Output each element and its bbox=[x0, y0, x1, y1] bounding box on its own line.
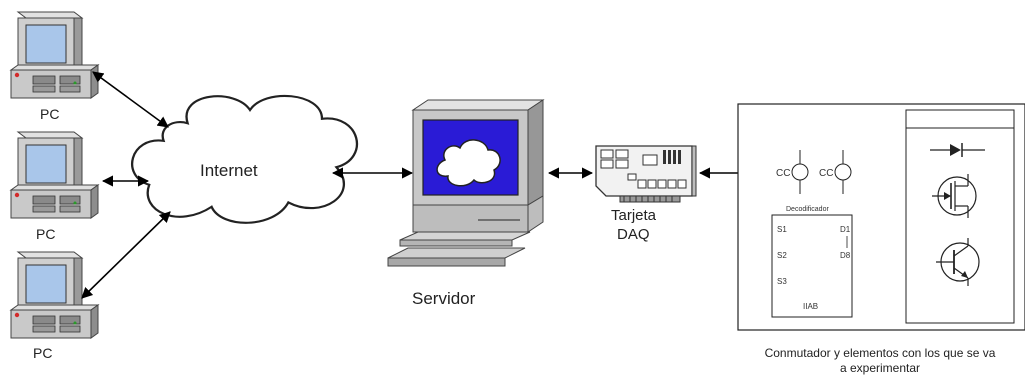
caption-line-1: Conmutador y elementos con los que se va bbox=[764, 346, 996, 360]
daq-label-line2: DAQ bbox=[617, 226, 650, 243]
decoder-block bbox=[771, 214, 853, 318]
internet-cloud bbox=[130, 94, 359, 224]
pc-2-label: PC bbox=[36, 226, 55, 242]
pin-d1: D1 bbox=[840, 225, 851, 234]
server-label: Servidor bbox=[412, 289, 476, 308]
fet-transistor-symbol bbox=[932, 174, 977, 218]
cc-source-right bbox=[834, 150, 852, 194]
cc-source-left bbox=[791, 150, 809, 194]
chip-label: IIAB bbox=[803, 302, 818, 311]
cc-label-left: CC bbox=[776, 168, 790, 179]
server-computer bbox=[387, 99, 545, 267]
pin-s3: S3 bbox=[777, 277, 787, 286]
daq-label-line1: Tarjeta bbox=[611, 207, 657, 224]
pc-3-label: PC bbox=[33, 345, 52, 361]
diode-symbol bbox=[930, 143, 985, 157]
pin-s1: S1 bbox=[777, 225, 787, 234]
internet-label: Internet bbox=[200, 161, 258, 180]
pc-2 bbox=[10, 131, 99, 219]
pc-1 bbox=[10, 11, 99, 99]
arrow-pc3-internet bbox=[81, 211, 171, 299]
caption-line-2: a experimentar bbox=[839, 361, 921, 375]
pin-d8: D8 bbox=[840, 251, 851, 260]
pin-s2: S2 bbox=[777, 251, 787, 260]
switch-panel: CC CC Decodificador S1 S2 S3 D1 D8 IIAB bbox=[737, 103, 1025, 331]
daq-card bbox=[595, 145, 697, 203]
pc-1-label: PC bbox=[40, 106, 59, 122]
bjt-transistor-symbol bbox=[936, 238, 980, 286]
arrow-pc1-internet bbox=[92, 71, 169, 128]
decoder-label: Decodificador bbox=[786, 206, 829, 213]
cc-label-right: CC bbox=[819, 168, 833, 179]
components-box bbox=[905, 109, 1015, 324]
switch-panel-caption: Conmutador y elementos con los que se va… bbox=[735, 346, 1025, 376]
